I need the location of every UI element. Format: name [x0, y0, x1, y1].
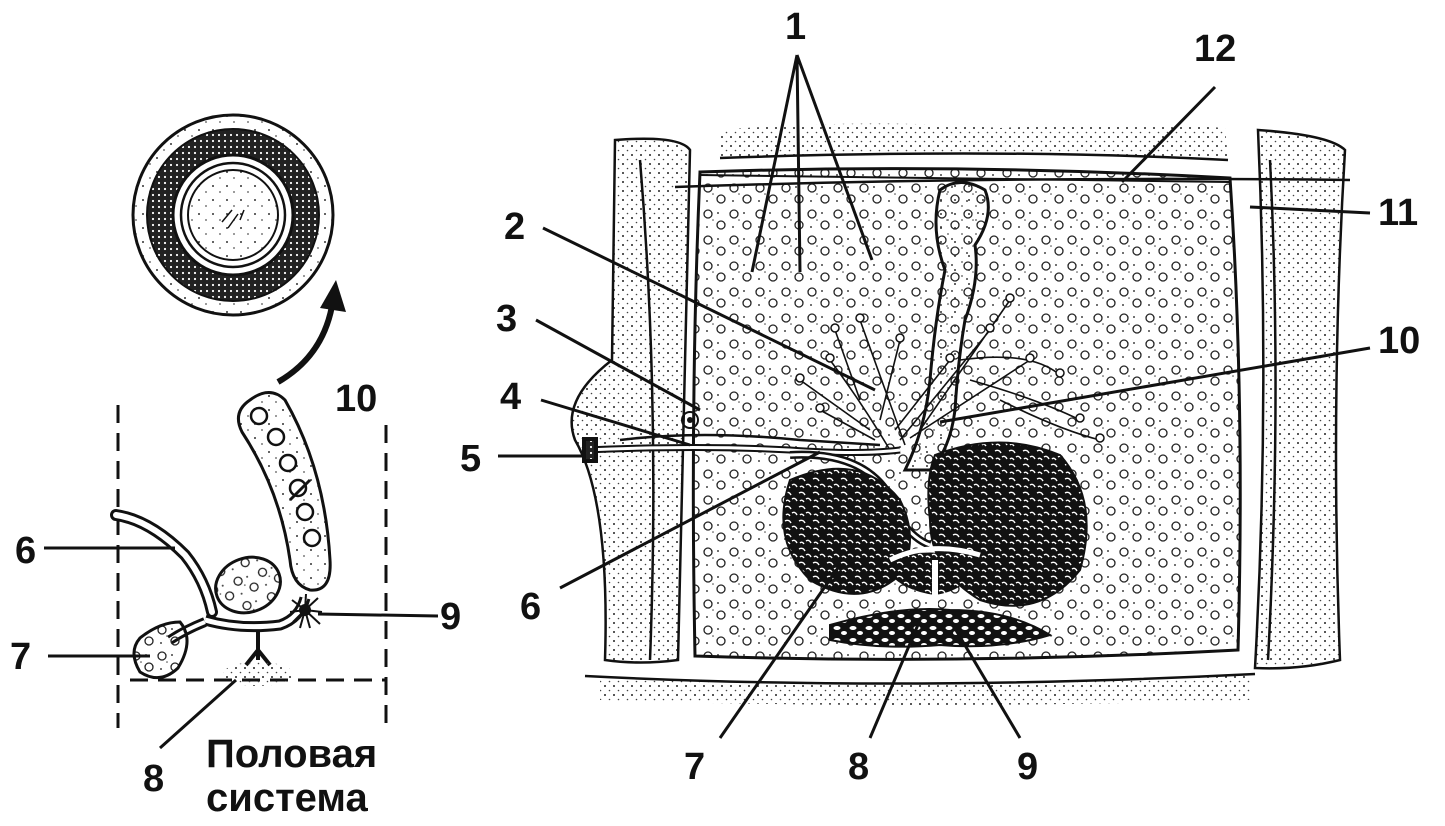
reproductive-system-caption: Половая система [206, 732, 377, 820]
label-5: 5 [460, 440, 481, 478]
label-1: 1 [785, 8, 806, 46]
label-8-right: 8 [848, 748, 869, 786]
label-8-left: 8 [143, 760, 164, 798]
label-9-left: 9 [440, 598, 461, 636]
cross-section [133, 115, 333, 315]
label-11: 11 [1378, 194, 1418, 232]
caption-line-2: система [206, 776, 377, 820]
label-10-left: 10 [335, 380, 377, 418]
label-4: 4 [500, 378, 521, 416]
caption-line-1: Половая [206, 732, 377, 776]
label-9-right: 9 [1017, 748, 1038, 786]
proglottid [572, 123, 1350, 705]
label-6-right: 6 [520, 588, 541, 626]
label-7-right: 7 [684, 748, 705, 786]
label-2: 2 [504, 208, 525, 246]
label-10-right: 10 [1378, 322, 1420, 360]
label-3: 3 [496, 300, 517, 338]
label-12: 12 [1194, 30, 1236, 68]
label-7-left: 7 [10, 638, 31, 676]
reproductive-system-scheme [116, 393, 386, 729]
label-6-left: 6 [15, 532, 36, 570]
